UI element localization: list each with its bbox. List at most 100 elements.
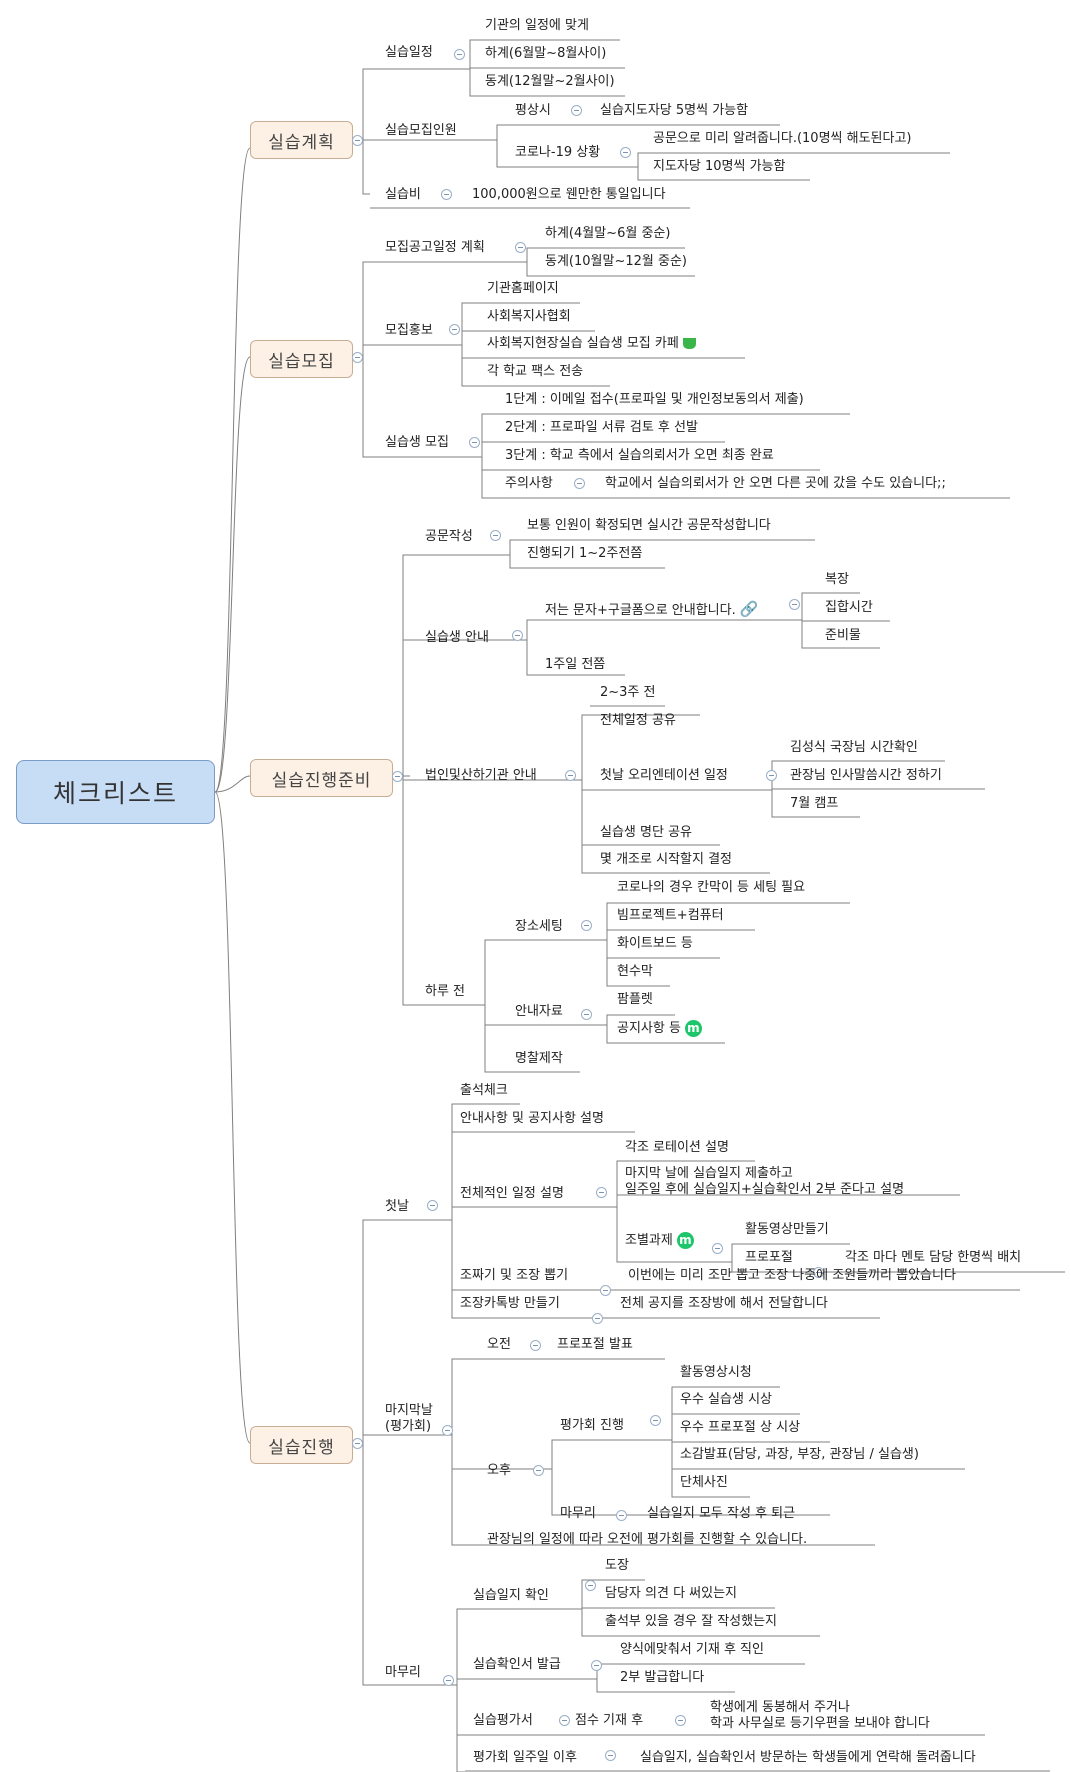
topic-item[interactable]: 단체사진: [680, 1475, 728, 1490]
m-icon[interactable]: m: [676, 1232, 694, 1249]
collapse-toggle[interactable]: [449, 324, 460, 335]
topic-item[interactable]: 우수 실습생 시상: [680, 1392, 772, 1407]
topic-item[interactable]: 관장님 인사말씀시간 정하기: [790, 768, 942, 783]
topic-item[interactable]: 사회복지사협회: [487, 309, 571, 324]
collapse-toggle[interactable]: [650, 1415, 661, 1426]
topic-item[interactable]: 저는 문자+구글폼으로 안내합니다.🔗: [545, 601, 758, 619]
topic-item[interactable]: 소감발표(담당, 과장, 부장, 관장님 / 실습생): [680, 1447, 919, 1462]
topic-item[interactable]: 팜플렛: [617, 992, 653, 1007]
collapse-toggle[interactable]: [581, 920, 592, 931]
topic-item[interactable]: 동계(10월말~12월 중순): [545, 254, 687, 269]
topic-item[interactable]: 출석부 있을 경우 잘 작성했는지: [605, 1614, 778, 1629]
m-icon[interactable]: m: [684, 1020, 702, 1037]
topic-item[interactable]: 실습생 명단 공유: [600, 825, 692, 840]
branch-run[interactable]: 실습진행: [250, 1426, 353, 1464]
topic-item[interactable]: 프로포절: [745, 1250, 793, 1265]
topic-item[interactable]: 각조 마다 멘토 담당 한명씩 배치: [845, 1250, 1022, 1265]
topic-item[interactable]: 현수막: [617, 964, 653, 979]
cafe-icon[interactable]: [682, 338, 696, 349]
topic-item[interactable]: 2부 발급합니다: [620, 1670, 705, 1685]
collapse-toggle[interactable]: [592, 1313, 603, 1324]
link-icon[interactable]: 🔗: [739, 600, 759, 618]
topic-item[interactable]: 활동영상만들기: [745, 1222, 829, 1237]
topic-item[interactable]: 1단계 : 이메일 접수(프로파일 및 개인정보동의서 제출): [505, 392, 804, 407]
topic-item[interactable]: 몇 개조로 시작할지 결정: [600, 852, 732, 867]
collapse-toggle[interactable]: [442, 1425, 453, 1436]
topic-item[interactable]: 빔프로젝트+컴퓨터: [617, 908, 724, 923]
topic-schedule[interactable]: 실습일정: [385, 45, 433, 60]
topic-group[interactable]: 조짜기 및 조장 뽑기: [460, 1268, 569, 1283]
topic-item[interactable]: 실습지도자당 5명씩 가능함: [600, 103, 749, 118]
topic-score[interactable]: 점수 기재 후: [575, 1713, 644, 1728]
topic-item[interactable]: 출석체크: [460, 1083, 508, 1098]
collapse-toggle[interactable]: [620, 147, 631, 158]
collapse-toggle[interactable]: [789, 599, 800, 610]
topic-item[interactable]: 전체 공지를 조장방에 해서 전달합니다: [620, 1296, 828, 1311]
collapse-toggle[interactable]: [766, 770, 777, 781]
topic-item[interactable]: 담당자 의견 다 써있는지: [605, 1586, 737, 1601]
topic-item[interactable]: 1주일 전쯤: [545, 657, 606, 672]
collapse-toggle[interactable]: [605, 1750, 616, 1761]
topic-item[interactable]: 실습일지, 실습확인서 방문하는 학생들에게 연락해 돌려줍니다: [640, 1750, 976, 1765]
topic-item[interactable]: 7월 캠프: [790, 796, 839, 811]
topic-day1[interactable]: 첫날: [385, 1199, 409, 1214]
collapse-toggle[interactable]: [675, 1715, 686, 1726]
topic-item[interactable]: 공문으로 미리 알려줍니다.(10명씩 해도된다고): [653, 131, 912, 146]
topic-item[interactable]: 2단계 : 프로파일 서류 검토 후 선발: [505, 420, 698, 435]
collapse-toggle[interactable]: [591, 1660, 602, 1671]
topic-item[interactable]: 프로포절 발표: [557, 1337, 633, 1352]
topic-notice[interactable]: 모집공고일정 계획: [385, 240, 485, 255]
topic-item[interactable]: 준비물: [825, 628, 861, 643]
branch-plan[interactable]: 실습계획: [250, 121, 353, 159]
topic-doc[interactable]: 공문작성: [425, 529, 473, 544]
topic-student[interactable]: 실습생 모집: [385, 435, 449, 450]
collapse-toggle[interactable]: [515, 242, 526, 253]
topic-item[interactable]: 집합시간: [825, 600, 873, 615]
collapse-toggle[interactable]: [600, 1285, 611, 1296]
topic-item[interactable]: 김성식 국장님 시간확인: [790, 740, 918, 755]
collapse-toggle[interactable]: [712, 1243, 723, 1254]
topic-item[interactable]: 보통 인원이 확정되면 실시간 공문작성합니다: [527, 518, 771, 533]
collapse-toggle[interactable]: [352, 352, 363, 363]
topic-cost[interactable]: 실습비: [385, 187, 421, 202]
collapse-toggle[interactable]: [392, 771, 403, 782]
collapse-toggle[interactable]: [565, 770, 576, 781]
topic-item[interactable]: 화이트보드 등: [617, 936, 693, 951]
topic-item[interactable]: 하계(6월말~8월사이): [485, 46, 607, 61]
collapse-toggle[interactable]: [571, 105, 582, 116]
topic-item[interactable]: 동계(12월말~2월사이): [485, 74, 615, 89]
topic-am[interactable]: 오전: [487, 1337, 511, 1352]
collapse-toggle[interactable]: [813, 1267, 824, 1278]
topic-guide[interactable]: 실습생 안내: [425, 630, 489, 645]
topic-lastday[interactable]: 마지막날 (평가회): [385, 1403, 433, 1434]
collapse-toggle[interactable]: [443, 1675, 454, 1686]
topic-item[interactable]: 활동영상시청: [680, 1365, 752, 1380]
topic-item[interactable]: 전체적인 일정 설명: [460, 1186, 564, 1201]
topic-kakao[interactable]: 조장카톡방 만들기: [460, 1296, 560, 1311]
topic-item[interactable]: 학교에서 실습의뢰서가 안 오면 다른 곳에 갔을 수도 있습니다;;: [605, 476, 946, 491]
topic-item[interactable]: 3단계 : 학교 측에서 실습의뢰서가 오면 최종 완료: [505, 448, 774, 463]
collapse-toggle[interactable]: [533, 1465, 544, 1476]
topic-item[interactable]: 코로나의 경우 칸막이 등 세팅 필요: [617, 880, 806, 895]
topic-pm[interactable]: 오후: [487, 1463, 511, 1478]
topic-item[interactable]: 실습일지 모두 작성 후 퇴근: [647, 1506, 796, 1521]
topic-item[interactable]: 하계(4월말~6월 중순): [545, 226, 671, 241]
topic-item[interactable]: 기관홈페이지: [487, 281, 559, 296]
topic-item[interactable]: 전체일정 공유: [600, 713, 676, 728]
collapse-toggle[interactable]: [352, 1438, 363, 1449]
collapse-toggle[interactable]: [441, 189, 452, 200]
branch-recruit[interactable]: 실습모집: [250, 340, 353, 378]
topic-eval[interactable]: 평가회 진행: [560, 1418, 624, 1433]
topic-item[interactable]: 이번에는 미리 조만 뽑고 조장 나중에 조원들끼리 뽑았습니다: [628, 1268, 956, 1283]
topic-item[interactable]: 사회복지현장실습 실습생 모집 카페: [487, 336, 696, 352]
topic-wrap[interactable]: 마무리: [385, 1665, 421, 1680]
topic-place[interactable]: 장소세팅: [515, 919, 563, 934]
topic-corona[interactable]: 코로나-19 상황: [515, 145, 601, 160]
topic-item[interactable]: 지도자당 10명씩 가능함: [653, 159, 786, 174]
collapse-toggle[interactable]: [585, 1580, 596, 1591]
collapse-toggle[interactable]: [596, 1187, 607, 1198]
topic-finish[interactable]: 마무리: [560, 1506, 596, 1521]
topic-cert[interactable]: 실습확인서 발급: [473, 1657, 561, 1672]
